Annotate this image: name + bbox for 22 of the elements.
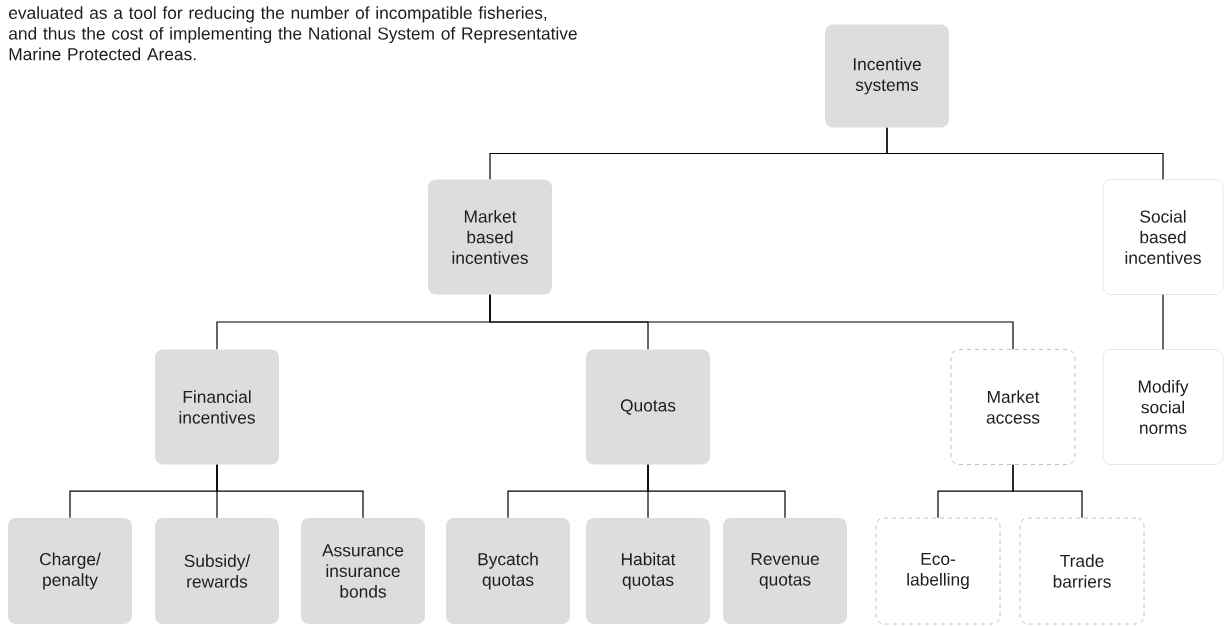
dashed-category-box: Eco- labelling <box>875 517 1001 625</box>
category-box: Revenue quotas <box>723 518 847 624</box>
dashed-category-box: Market access <box>950 349 1076 465</box>
connector-line <box>1162 294 1164 350</box>
category-box: Financial incentives <box>155 349 279 465</box>
dashed-category-box: Trade barriers <box>1019 517 1145 625</box>
category-box: Subsidy/ rewards <box>155 518 279 624</box>
category-box: Social based incentives <box>1102 179 1224 295</box>
connector-line <box>216 464 364 519</box>
category-box: Bycatch quotas <box>446 518 570 624</box>
category-box: Charge/ penalty <box>8 518 132 624</box>
category-box: Quotas <box>586 349 710 465</box>
category-box: Incentive systems <box>825 24 949 128</box>
description-paragraph: evaluated as a tool for reducing the number of incompatible fisheries, and thus the cost of implementing the National System of Representative Marine Protected Areas. <box>9 6 577 61</box>
connector-line <box>1012 464 1083 519</box>
category-box: Assurance insurance bonds <box>301 518 425 624</box>
connector-line <box>647 464 786 519</box>
category-box: Habitat quotas <box>586 518 710 624</box>
connector-line <box>489 294 1014 350</box>
connector-line <box>886 127 1164 180</box>
category-box: Modify social norms <box>1102 349 1224 465</box>
category-box: Market based incentives <box>428 179 552 295</box>
